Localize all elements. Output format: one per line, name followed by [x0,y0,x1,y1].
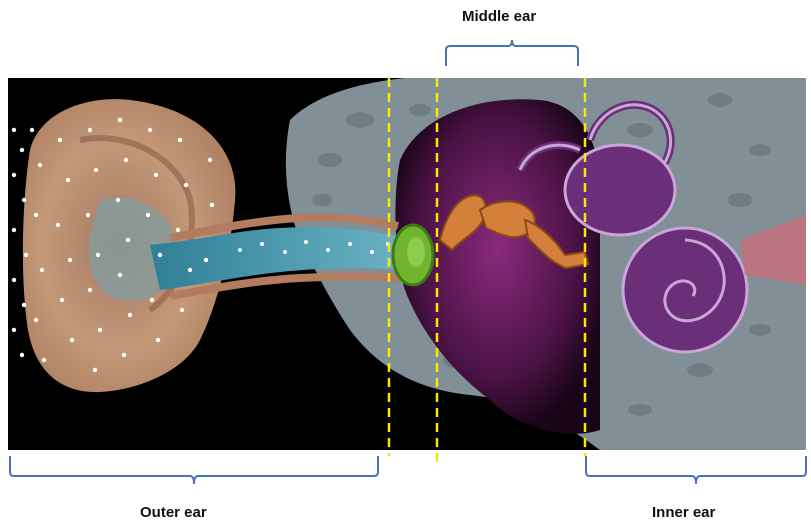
bracket-middle-ear [446,40,578,66]
middle-ear-label: Middle ear [462,8,536,25]
eardrum-highlight [407,237,425,267]
bracket-inner-ear [586,456,806,484]
bracket-outer-ear [10,456,378,484]
inner-ear-label: Inner ear [652,504,715,521]
outer-ear-label: Outer ear [140,504,207,521]
